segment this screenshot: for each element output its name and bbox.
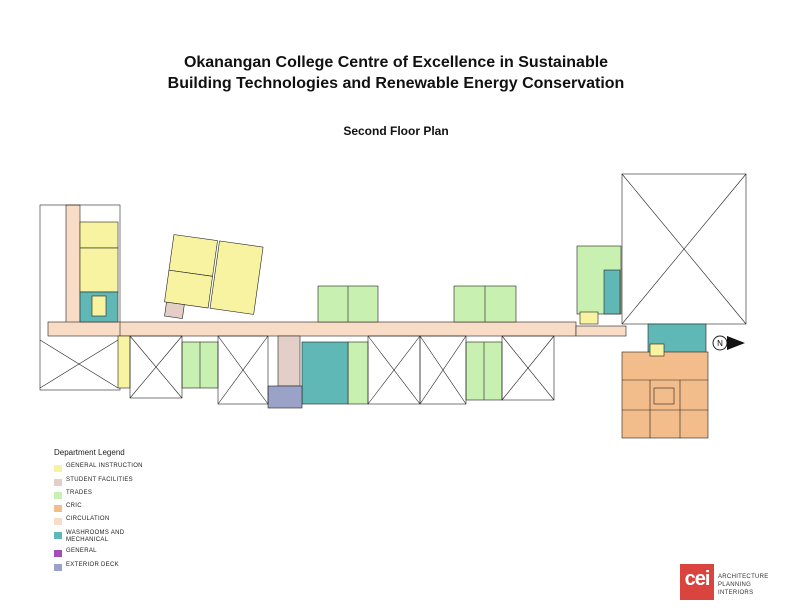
plan-subtitle: Second Floor Plan xyxy=(343,124,449,138)
logo-line-2: PLANNING xyxy=(718,582,752,588)
classroom-west-1 xyxy=(79,221,119,249)
corridor-west-wing xyxy=(65,204,81,336)
classroom-west-3 xyxy=(117,335,131,389)
legend-swatch xyxy=(54,465,62,472)
legend-label: CRIC xyxy=(66,503,82,509)
corridor-main xyxy=(47,321,577,337)
classroom-angled-2 xyxy=(164,269,213,309)
classroom-cric xyxy=(649,343,665,357)
legend-swatch xyxy=(54,532,62,539)
north-label: N xyxy=(717,339,723,348)
logo-line-3: INTERIORS xyxy=(718,590,754,596)
trades-lab-5 xyxy=(347,341,369,405)
classroom-angled-3 xyxy=(209,240,264,315)
title-line-2: Building Technologies and Renewable Ener… xyxy=(167,75,625,92)
classroom-angled-1 xyxy=(168,234,218,277)
exterior-deck xyxy=(267,385,303,409)
legend-swatch xyxy=(54,479,62,486)
legend-label: GENERAL INSTRUCTION xyxy=(66,463,143,469)
north-arrow: N xyxy=(711,334,747,357)
legend-swatch xyxy=(54,564,62,571)
legend-swatch xyxy=(54,518,62,525)
legend-swatch xyxy=(54,505,62,512)
classroom-east xyxy=(579,311,599,325)
legend-label: GENERAL xyxy=(66,548,97,554)
logo-tagline: ARCHITECTURE PLANNING INTERIORS xyxy=(718,573,792,597)
legend-label: CIRCULATION xyxy=(66,516,110,522)
corridor-east-link xyxy=(575,325,627,337)
west-wing-outline xyxy=(39,204,121,391)
student-room-angled xyxy=(164,301,185,319)
legend-swatch xyxy=(54,492,62,499)
washroom-central xyxy=(301,341,349,405)
logo-mark: cei xyxy=(680,564,714,600)
washroom-west-inner xyxy=(91,295,107,317)
legend-title: Department Legend xyxy=(54,448,125,457)
legend-label: TRADES xyxy=(66,490,93,496)
legend-label: STUDENT FACILITIES xyxy=(66,477,133,483)
legend-label: EXTERIOR DECK xyxy=(66,562,119,568)
cric-offices xyxy=(621,351,709,439)
title-line-1: Okanangan College Centre of Excellence i… xyxy=(183,54,609,71)
legend-swatch xyxy=(54,550,62,557)
washroom-east xyxy=(603,269,621,315)
legend-label: WASHROOMS AND MECHANICAL xyxy=(66,530,125,543)
classroom-west-2 xyxy=(79,247,119,293)
logo-line-1: ARCHITECTURE xyxy=(718,574,769,580)
corridor-stair-link xyxy=(277,335,301,387)
